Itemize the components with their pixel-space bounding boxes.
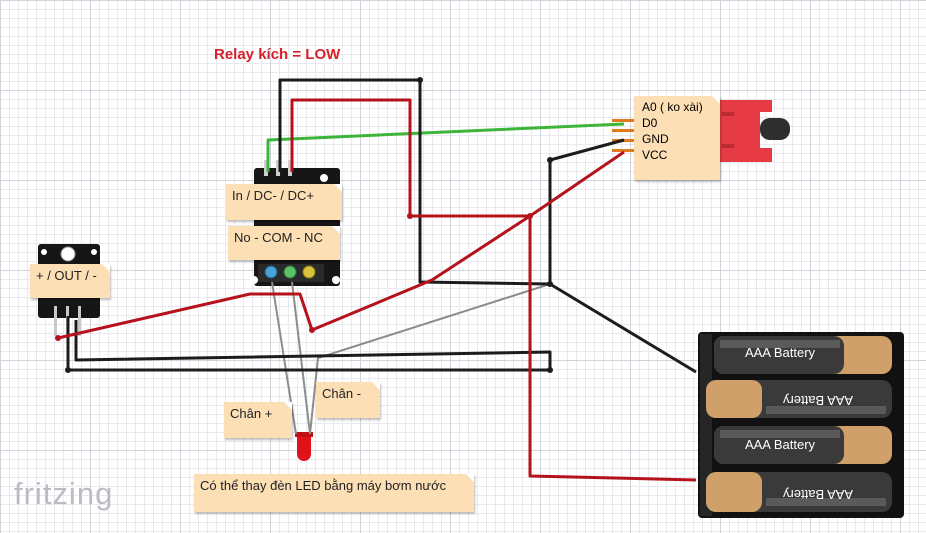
relay-pin-dc-minus (276, 160, 280, 176)
battery-label-1: AAA Battery (745, 345, 816, 360)
battery-label-4: AAA Battery (782, 487, 853, 502)
led-plus-note: Chân + (224, 402, 292, 438)
relay-note-bottom: No - COM - NC (228, 226, 340, 260)
ir-pin-gnd: GND (642, 132, 669, 146)
led-plus-note-text: Chân + (230, 406, 273, 421)
fritzing-logo: fritzing (14, 476, 114, 511)
relay-terminal-no (264, 265, 278, 279)
ir-sensor (612, 100, 790, 162)
battery-pack: AAA Battery AAA Battery AAA Battery AAA … (698, 332, 904, 518)
relay-pin-in (264, 160, 268, 176)
footer-note: Có thể thay đèn LED bằng máy bơm nước (194, 474, 474, 512)
ir-led-icon (760, 118, 790, 140)
module-note: + / OUT / - (30, 264, 110, 298)
battery-label-3: AAA Battery (745, 437, 816, 452)
wire-red (57, 98, 697, 482)
battery-cell-2 (706, 380, 892, 418)
ir-pin-d0: D0 (642, 116, 658, 130)
page-title: Relay kích = LOW (214, 46, 341, 63)
relay-note-top-text: In / DC- / DC+ (232, 188, 314, 203)
wire-nodes (55, 213, 533, 341)
ir-pin-a0: A0 ( ko xài) (642, 100, 703, 114)
battery-cell-3 (714, 426, 892, 464)
relay-module (250, 160, 340, 286)
module-note-text: + / OUT / - (36, 268, 97, 283)
wire-gray (271, 281, 551, 435)
led (295, 432, 313, 461)
ir-pin-vcc: VCC (642, 148, 668, 162)
relay-note-bottom-text: No - COM - NC (234, 230, 323, 245)
led-minus-note: Chân - (316, 382, 380, 418)
led-icon (297, 436, 311, 461)
battery-cell-1 (714, 336, 892, 374)
battery-cell-4 (706, 472, 892, 512)
wire-green (266, 122, 625, 172)
relay-terminal-com (283, 265, 297, 279)
ir-pin-labels: A0 ( ko xài) D0 GND VCC (642, 99, 703, 163)
relay-pin-dc-plus (288, 160, 292, 176)
footer-note-text: Có thể thay đèn LED bằng máy bơm nước (200, 478, 447, 493)
relay-note-top: In / DC- / DC+ (226, 184, 342, 220)
battery-label-2: AAA Battery (782, 393, 853, 408)
led-minus-note-text: Chân - (322, 386, 362, 401)
ir-sensor-note (634, 96, 720, 180)
relay-terminal-nc (302, 265, 316, 279)
